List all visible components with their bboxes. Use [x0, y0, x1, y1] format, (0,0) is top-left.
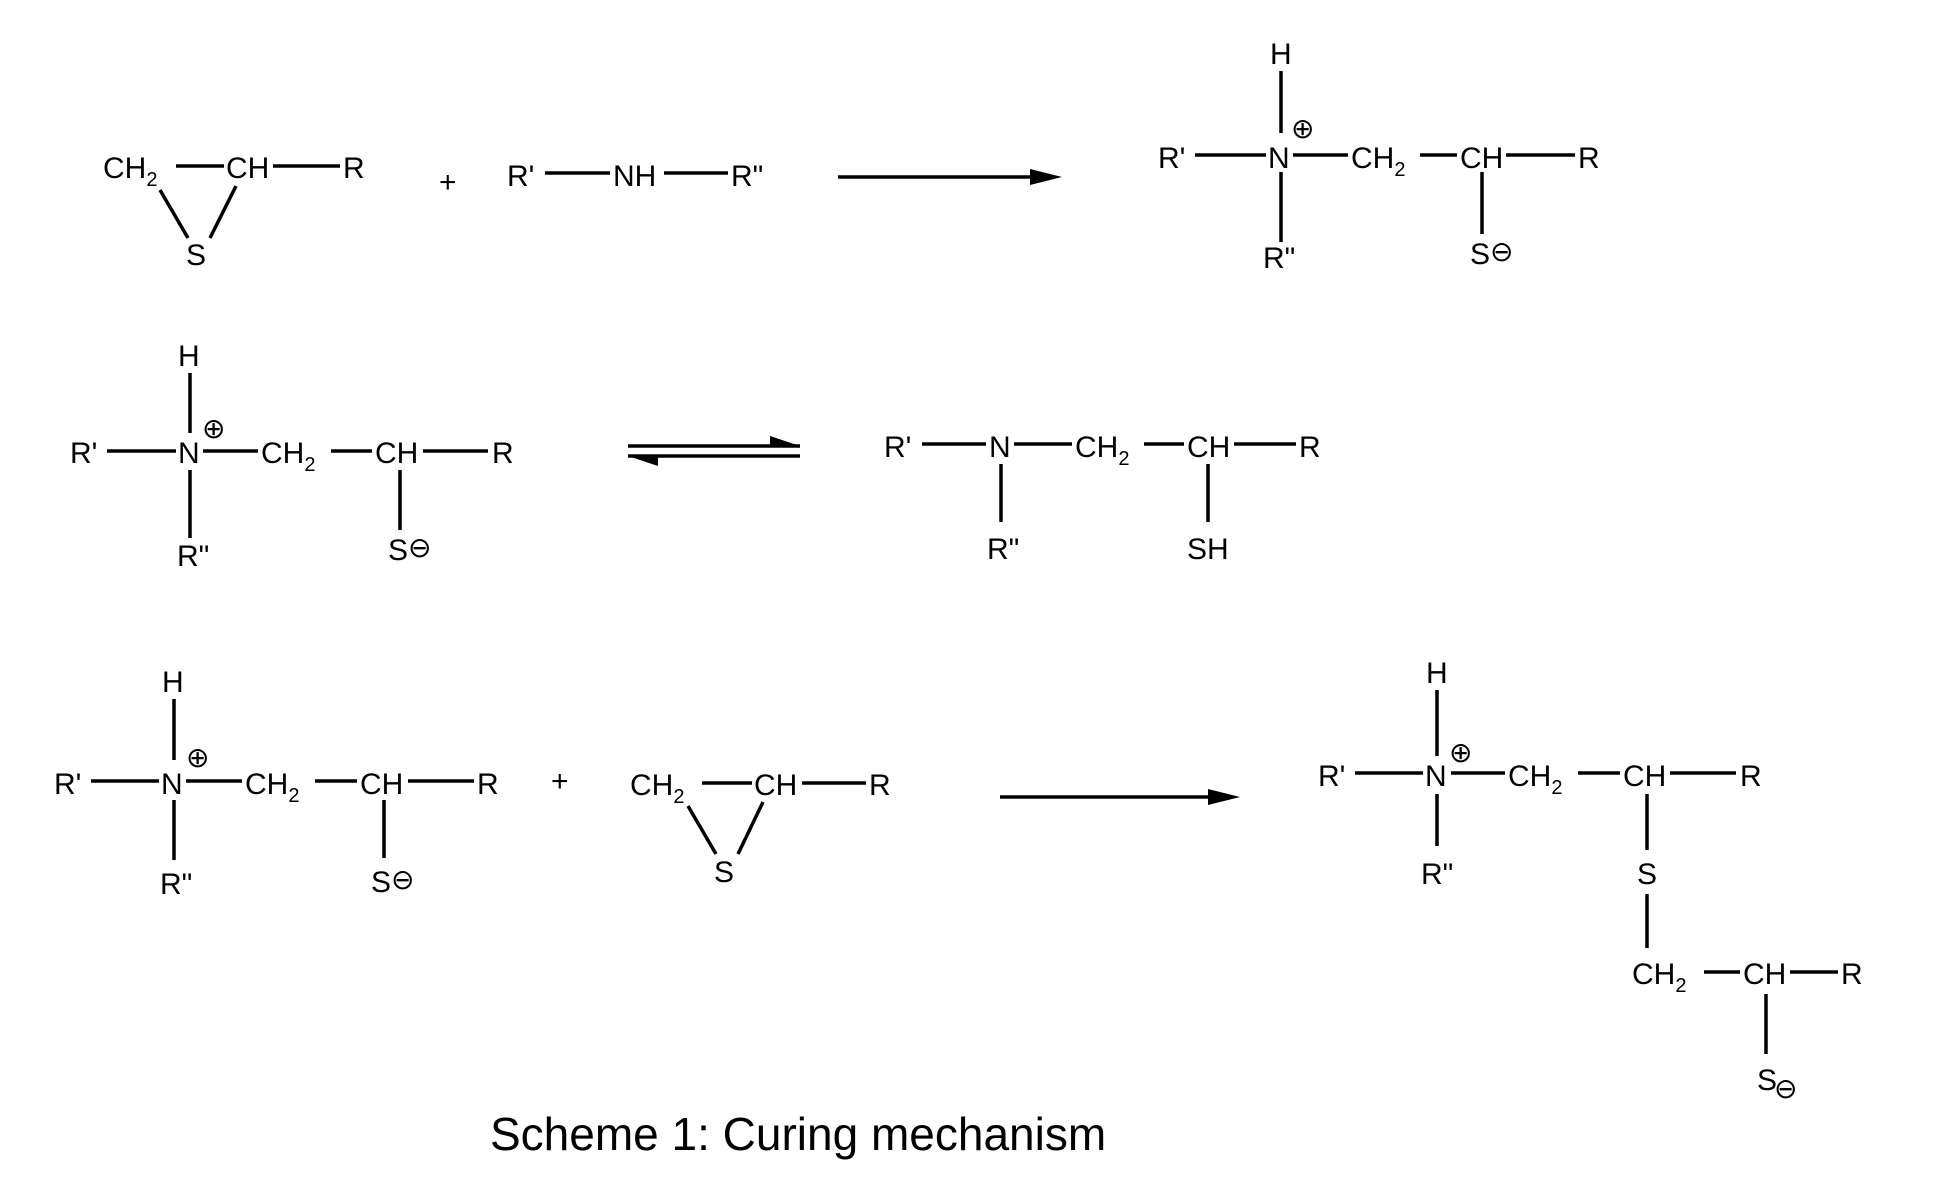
- row3-zwitterion-r-label: R: [477, 768, 499, 801]
- row3-product-s-label: S: [1637, 858, 1657, 891]
- row3-zwitterion-s-label: S: [371, 866, 391, 899]
- row1-thiirane: CH2 CH R S: [103, 152, 365, 272]
- row3-product-chb-label: CH: [1743, 958, 1786, 991]
- row3-product: H ⊕ R' N CH2 CH R R" S CH2 CH R S ⊖: [1318, 657, 1863, 1105]
- row2-zwitterion-h-label: H: [178, 340, 200, 373]
- row2-zwitterion-s-label: S: [388, 534, 408, 567]
- row3-product-r2-label: R": [1421, 858, 1453, 891]
- row1-product-ch2-label: CH2: [1351, 142, 1405, 181]
- row3-product-ch-label: CH: [1623, 760, 1666, 793]
- row2-thiol-sh-label: SH: [1187, 533, 1229, 566]
- negative-charge: ⊖: [1774, 1072, 1797, 1105]
- row2-zwitterion-ch2-label: CH2: [261, 437, 315, 476]
- row2-zwitterion-r1-label: R': [70, 437, 97, 470]
- row2-zwitterion-r-label: R: [492, 437, 514, 470]
- row2-zwitterion-r2-label: R": [177, 540, 209, 573]
- forward-arrow: [838, 169, 1062, 185]
- row3-product-rb-label: R: [1841, 958, 1863, 991]
- bond: [738, 802, 763, 854]
- row3-product-r-label: R: [1740, 760, 1762, 793]
- row2-zwitterion-n-label: N: [178, 437, 200, 470]
- positive-charge: ⊕: [202, 412, 225, 445]
- row1-thiirane-ch2-label: CH2: [103, 152, 157, 191]
- row1-thiirane-r-label: R: [343, 152, 365, 185]
- row1-thiirane-s-label: S: [186, 239, 206, 272]
- row1-product-n-label: N: [1268, 142, 1290, 175]
- row1-thiirane-ch-label: CH: [226, 152, 269, 185]
- row3-product-n-label: N: [1425, 760, 1447, 793]
- row3-product-h-label: H: [1426, 657, 1448, 690]
- row1-product-r-label: R: [1578, 142, 1600, 175]
- bond: [688, 806, 716, 854]
- forward-arrow: [1000, 789, 1240, 805]
- plus-sign: +: [551, 765, 569, 798]
- row1-amine-r1-label: R': [507, 160, 534, 193]
- row2-zwitterion-ch-label: CH: [375, 437, 418, 470]
- row2-thiol-r1-label: R': [884, 431, 911, 464]
- row3-product-ch2b-label: CH2: [1632, 958, 1686, 997]
- positive-charge: ⊕: [186, 741, 209, 774]
- row1-amine-nh-label: NH: [613, 160, 656, 193]
- bond: [160, 190, 188, 238]
- row3-product-r1-label: R': [1318, 760, 1345, 793]
- equilibrium-arrows: [628, 436, 800, 466]
- negative-charge: ⊖: [408, 531, 431, 564]
- row3-thiirane-s-label: S: [714, 856, 734, 889]
- row1-product-h-label: H: [1270, 38, 1292, 71]
- row3-thiirane: CH2 CH R S: [630, 769, 891, 889]
- row3-thiirane-ch-label: CH: [754, 769, 797, 802]
- row3-zwitterion-ch2-label: CH2: [245, 768, 299, 807]
- row3-zwitterion-n-label: N: [161, 768, 183, 801]
- row2-thiol-r-label: R: [1299, 431, 1321, 464]
- row3-product-ch2-label: CH2: [1508, 760, 1562, 799]
- row1-product-r2-label: R": [1263, 242, 1295, 275]
- row2-thiol-ch-label: CH: [1187, 431, 1230, 464]
- row1-amine-r2-label: R": [731, 160, 763, 193]
- row2-thiol-ch2-label: CH2: [1075, 431, 1129, 470]
- row2-zwitterion: H ⊕ R' N CH2 CH R R" S ⊖: [70, 340, 514, 573]
- row3-thiirane-r-label: R: [869, 769, 891, 802]
- negative-charge: ⊖: [1490, 235, 1513, 268]
- row3-thiirane-ch2-label: CH2: [630, 769, 684, 808]
- plus-sign: +: [439, 166, 457, 199]
- row1-amine: R' NH R": [507, 160, 763, 193]
- row1-product-r1-label: R': [1158, 142, 1185, 175]
- row1-product: H ⊕ R' N CH2 CH R R" S ⊖: [1158, 38, 1600, 275]
- row1-product-ch-label: CH: [1460, 142, 1503, 175]
- negative-charge: ⊖: [391, 863, 414, 896]
- row3-zwitterion: H ⊕ R' N CH2 CH R R" S ⊖: [54, 666, 499, 901]
- positive-charge: ⊕: [1449, 736, 1472, 769]
- positive-charge: ⊕: [1291, 112, 1314, 145]
- row3-zwitterion-r2-label: R": [160, 868, 192, 901]
- row1-product-s-label: S: [1470, 238, 1490, 271]
- row3-zwitterion-h-label: H: [162, 666, 184, 699]
- row3-zwitterion-ch-label: CH: [360, 768, 403, 801]
- scheme-caption: Scheme 1: Curing mechanism: [490, 1108, 1106, 1160]
- row2-thiol-r2-label: R": [987, 533, 1019, 566]
- row2-thiol-n-label: N: [989, 431, 1011, 464]
- bond: [210, 186, 236, 238]
- row3-zwitterion-r1-label: R': [54, 768, 81, 801]
- row2-thiol: R' N CH2 CH R R" SH: [884, 431, 1321, 566]
